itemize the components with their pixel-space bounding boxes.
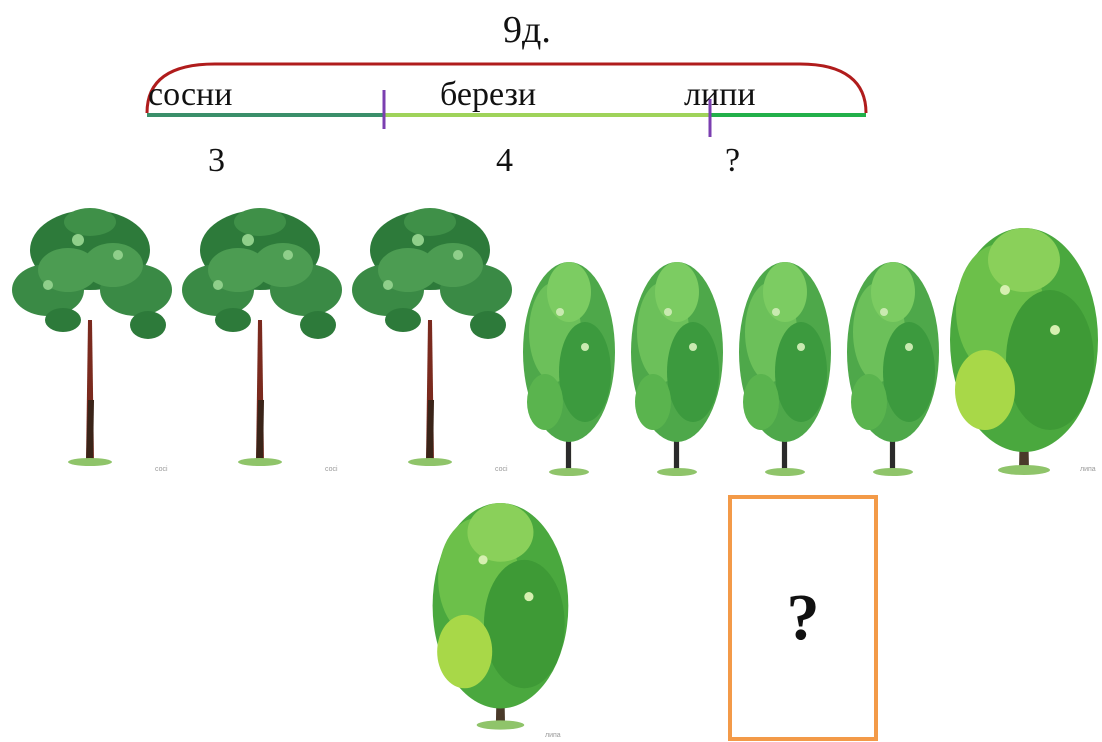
pine-caption: сосі [495, 466, 508, 473]
birch-tree [739, 262, 831, 476]
birch-tree [847, 262, 939, 476]
segment-count-birches: 4 [496, 142, 513, 179]
pine-caption: сосі [155, 466, 168, 473]
pine-tree [12, 208, 172, 466]
linden-caption: липа [545, 732, 561, 739]
total-label: 9д. [503, 9, 551, 51]
segment-label-birches: берези [440, 76, 537, 113]
linden-tree [950, 228, 1098, 475]
birch-tree [523, 262, 615, 476]
segment-label-lindens: липи [684, 76, 756, 113]
total-brace [145, 62, 868, 114]
question-box: ? [728, 495, 878, 741]
pine-tree [182, 208, 342, 466]
linden-tree [432, 503, 569, 730]
segment-count-pines: 3 [208, 142, 225, 179]
birch-tree [631, 262, 723, 476]
question-mark: ? [786, 581, 820, 654]
segment-label-pines: сосни [148, 76, 233, 113]
pine-caption: сосі [325, 466, 338, 473]
pine-tree [352, 208, 512, 466]
linden-caption: липа [1080, 466, 1096, 473]
segment-count-lindens: ? [725, 142, 741, 179]
